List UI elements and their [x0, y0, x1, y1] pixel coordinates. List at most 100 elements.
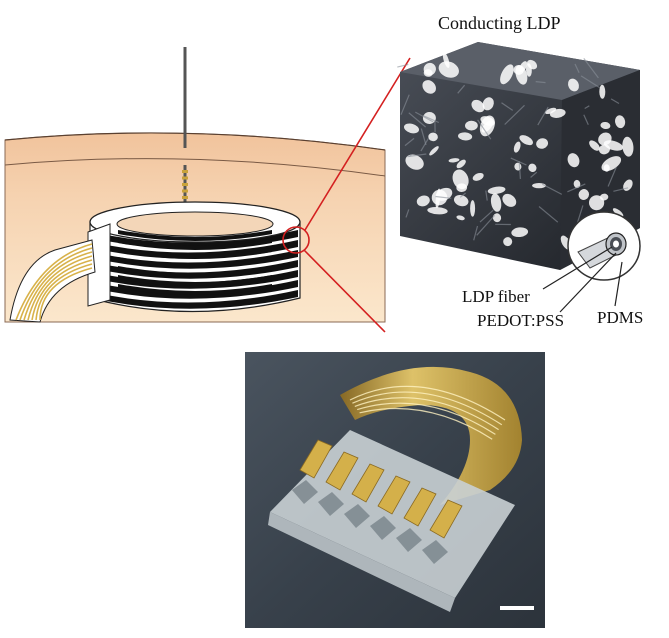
lattice-pore	[612, 208, 624, 217]
scale-bar	[500, 606, 534, 610]
lattice-strand	[580, 75, 601, 89]
wire	[19, 247, 93, 321]
lattice-strand	[530, 171, 538, 178]
photo-electrode	[325, 451, 359, 491]
needle-contact	[182, 196, 188, 199]
zoom-line-upper	[304, 57, 411, 231]
pointer-pedot	[559, 252, 617, 313]
lattice-strand	[613, 187, 629, 192]
lattice-strand	[459, 192, 466, 198]
lattice-pore	[423, 69, 433, 77]
needle-contact	[182, 189, 188, 193]
lattice-pore	[472, 172, 484, 181]
lattice-pore	[456, 159, 466, 169]
lattice-pore	[438, 61, 459, 78]
lattice-strand	[400, 94, 410, 115]
lattice-strand	[567, 183, 586, 193]
wire	[35, 263, 93, 321]
lattice-strand	[584, 105, 590, 110]
lattice-strand	[610, 98, 620, 105]
photo-electrode	[429, 499, 463, 539]
wire	[27, 255, 93, 321]
photo-electrode	[377, 475, 411, 515]
lattice-strand	[397, 63, 409, 68]
ribbon-trace	[359, 407, 493, 440]
label-ldp-fiber: LDP fiber	[462, 287, 530, 306]
lattice-pore	[513, 141, 521, 153]
lattice-strand	[407, 153, 427, 158]
photo-electrode	[403, 487, 437, 527]
lattice-pore	[589, 140, 600, 151]
inner-layer	[118, 239, 272, 250]
ring-layer	[92, 290, 298, 309]
lattice-pore	[487, 186, 506, 195]
lattice-pore	[578, 189, 590, 200]
lattice-pore	[422, 80, 436, 94]
lattice-pore	[448, 158, 460, 163]
lattice-pore	[600, 121, 611, 130]
lattice-strand	[420, 128, 427, 146]
lattice-pore	[479, 115, 495, 137]
lattice-pore	[599, 84, 606, 99]
wire	[39, 267, 93, 321]
pointer-pdms	[614, 261, 623, 307]
ring-layer	[92, 260, 298, 279]
lattice-strand	[535, 81, 546, 84]
lattice-pore	[492, 213, 502, 223]
photo-electrode-shadow	[292, 480, 318, 504]
lattice-pore	[405, 154, 424, 170]
lattice-pore	[470, 200, 476, 217]
lattice-strand	[415, 111, 434, 123]
ring-electrode-implant	[87, 201, 301, 313]
lattice-strand	[518, 161, 521, 179]
lattice-strand	[510, 157, 527, 166]
needle-contact	[182, 183, 188, 186]
lattice-strand	[501, 102, 514, 111]
ribbon-trace	[349, 385, 506, 421]
wire	[23, 251, 93, 321]
lattice-pore	[622, 136, 634, 157]
inner-layer	[118, 275, 272, 286]
fiber-cross-section	[567, 211, 641, 281]
lattice-pore	[490, 193, 502, 212]
lattice-pore	[511, 227, 529, 238]
lattice-pore	[536, 138, 549, 149]
needle-contact	[182, 170, 188, 173]
label-pdms: PDMS	[597, 308, 644, 327]
lattice-pore	[458, 132, 473, 141]
lattice-strand	[420, 138, 429, 152]
photo-electrode-shadow	[422, 540, 448, 564]
lattice-strand	[423, 115, 440, 124]
ribbon-trace	[357, 402, 496, 435]
photo-electrode-shadow	[318, 492, 344, 516]
lattice-pore	[545, 107, 557, 115]
ribbon-trace	[352, 391, 503, 426]
lattice-pore	[428, 132, 438, 142]
lattice-pore	[416, 195, 430, 207]
lattice-pore	[525, 63, 532, 77]
lattice-strand	[583, 114, 589, 126]
lattice-strand	[435, 195, 452, 199]
lattice-pore	[452, 169, 469, 190]
lattice-pore	[500, 64, 514, 85]
lattice-strand	[485, 190, 488, 201]
lattice-pore	[519, 61, 528, 73]
lattice-strand	[477, 119, 492, 140]
lattice-pore	[567, 153, 580, 168]
lattice-pore	[453, 194, 469, 207]
ring-layer	[92, 280, 298, 299]
inner-layer	[118, 284, 272, 295]
lattice-strand	[405, 209, 410, 218]
lattice-pore	[615, 115, 626, 129]
lattice-pore	[465, 120, 478, 131]
lattice-pore	[427, 207, 448, 215]
ldp-cube	[397, 42, 641, 313]
lattice-strand	[408, 112, 426, 128]
lattice-pore	[589, 195, 605, 211]
lattice-strand	[473, 225, 479, 241]
skin-layer-line	[4, 158, 386, 177]
wire-ribbon	[9, 239, 96, 323]
needle-contact	[182, 176, 188, 180]
ribbon-trace	[354, 397, 499, 431]
